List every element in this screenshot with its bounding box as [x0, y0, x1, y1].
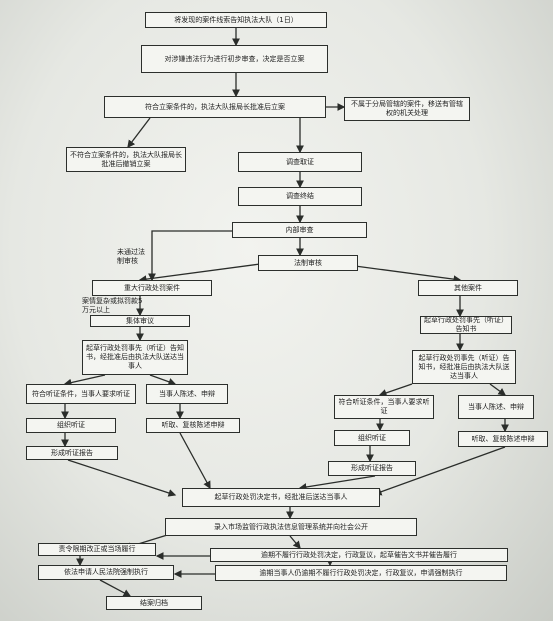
node-hearing-request-left: 符合听证条件，当事人要求听证 [26, 384, 136, 404]
node-case-clue: 将发现的案件线索告知执法大队（1日） [145, 12, 327, 28]
node-preliminary-review: 对涉嫌违法行为进行初步审查，决定是否立案 [141, 45, 328, 73]
node-other-case: 其他案件 [418, 280, 518, 296]
node-statement-left: 当事人陈述、申辩 [146, 384, 228, 404]
node-review-statement-left: 听取、复核陈述申辩 [146, 418, 240, 433]
node-publish-system: 录入市场监管行政执法信息管理系统并向社会公开 [165, 518, 417, 536]
node-organize-hearing-left: 组织听证 [26, 418, 116, 433]
node-close-case: 结案归档 [106, 596, 202, 610]
label-fine-threshold: 案情复杂或拟罚款5万元以上 [82, 297, 143, 314]
node-court-enforcement: 依法申请人民法院强制执行 [38, 565, 174, 580]
node-hearing-request-right: 符合听证条件，当事人要求听证 [334, 395, 434, 419]
node-investigation-end: 调查终结 [238, 187, 362, 206]
node-internal-review: 内部审查 [232, 222, 367, 238]
node-apply-enforcement: 逾期当事人仍逾期不履行行政处罚决定，行政复议，申请强制执行 [215, 565, 507, 581]
node-file-case: 符合立案条件的，执法大队报局长批准后立案 [104, 96, 326, 118]
node-hearing-report-left: 形成听证报告 [26, 446, 118, 460]
node-other-notice-title: 起草行政处罚事先（听证）告知书 [420, 316, 512, 334]
node-organize-hearing-right: 组织听证 [334, 430, 410, 446]
node-correct-order: 责令限期改正或当场履行 [38, 543, 156, 556]
node-investigate: 调查取证 [238, 152, 362, 172]
node-not-file: 不符合立案条件的，执法大队报局长批准后撤销立案 [66, 147, 186, 172]
node-statement-right: 当事人陈述、申辩 [458, 395, 534, 419]
node-major-notice: 起草行政处罚事先（听证）告知书，经批准后由执法大队送达当事人 [82, 340, 188, 375]
node-review-statement-right: 听取、复核陈述申辩 [458, 431, 548, 447]
node-transfer-case: 不属于分局管辖的案件，移送有管辖权的机关处理 [344, 97, 470, 121]
node-penalty-decision: 起草行政处罚决定书，经批准后送达当事人 [182, 488, 380, 507]
label-not-passed-legal: 未通过法制审核 [117, 248, 145, 265]
node-legal-review: 法制审核 [258, 255, 358, 271]
node-collective-review: 集体审议 [90, 315, 190, 327]
node-overdue-urge: 逾期不履行行政处罚决定，行政复议，起草催告文书并催告履行 [210, 548, 508, 562]
node-hearing-report-right: 形成听证报告 [328, 461, 416, 476]
node-major-case: 重大行政处罚案件 [92, 280, 212, 296]
node-other-notice: 起草行政处罚事先（听证）告知书，经批准后由执法大队送达当事人 [412, 350, 516, 384]
